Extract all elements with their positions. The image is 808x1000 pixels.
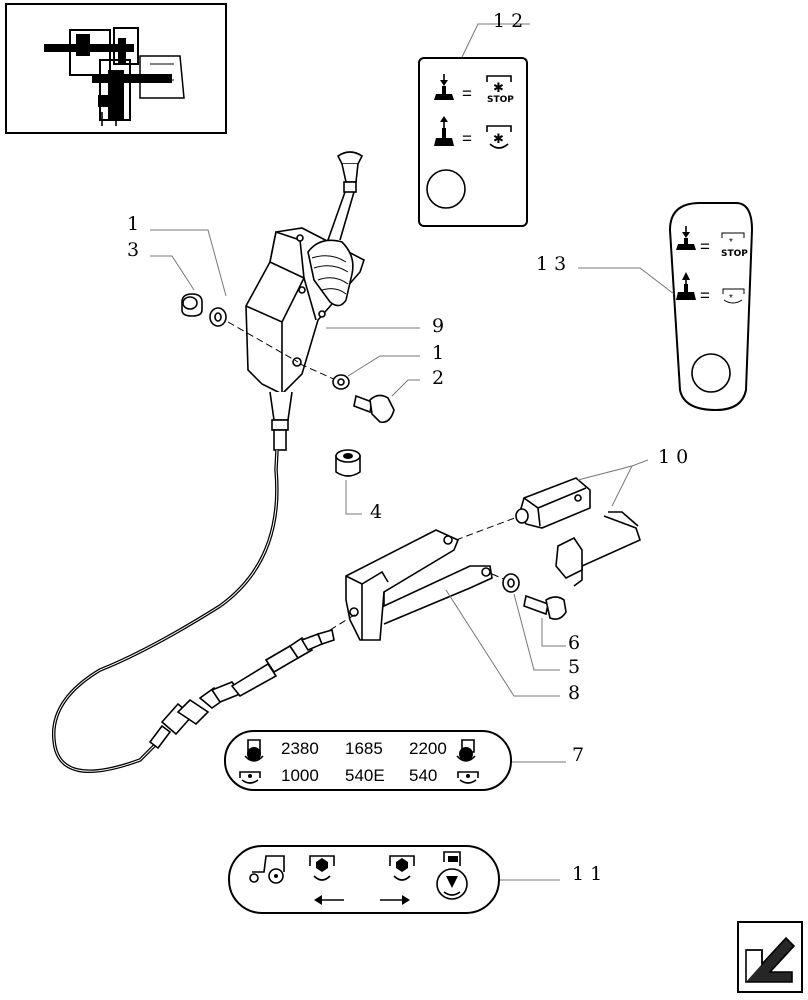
- decal-7: 2380 1685 2200 1000 540E 540: [224, 730, 512, 791]
- callout-7: 7: [572, 744, 590, 766]
- callout-10: 10: [658, 446, 694, 468]
- pto-stop-icon: [389, 855, 415, 881]
- locator-thumbnail[interactable]: [5, 3, 227, 134]
- callout-11: 11: [572, 863, 608, 885]
- speed-540e: 540E: [345, 766, 385, 785]
- pto-engage-icon: [436, 851, 468, 900]
- knob-up-icon: [676, 272, 696, 300]
- arrow-right-icon: [380, 895, 410, 905]
- knob-down-icon: [676, 226, 696, 250]
- svg-text:=: =: [462, 129, 472, 148]
- leader-lines: [150, 229, 649, 881]
- bolt-6: [523, 594, 567, 620]
- decal-12: = ✱ STOP = ✱: [418, 57, 528, 227]
- callout-1-mid: 1: [432, 342, 450, 364]
- callout-6: 6: [568, 632, 586, 654]
- pto-engage-icon: [456, 739, 476, 762]
- pto-rotation-icon: [239, 771, 261, 784]
- speed-2200: 2200: [409, 739, 447, 758]
- callout-5: 5: [568, 656, 586, 678]
- svg-text:=: =: [700, 286, 710, 305]
- svg-text:*: *: [729, 237, 733, 248]
- bolt-2: [353, 394, 395, 424]
- pto-rotation-icon: [457, 771, 479, 784]
- speed-2380: 2380: [281, 739, 319, 758]
- callout-4: 4: [370, 501, 388, 523]
- decal-11: [228, 845, 500, 914]
- callout-13: 13: [536, 253, 572, 275]
- cable-end-fitting: [148, 628, 335, 750]
- push-button-hole: [426, 169, 466, 209]
- tractor-icon: [249, 855, 285, 884]
- svg-text:=: =: [462, 84, 472, 103]
- pto-stop-icon: * STOP: [721, 232, 748, 259]
- svg-text:✱: ✱: [493, 131, 504, 146]
- stop-label: STOP: [721, 249, 748, 259]
- pto-engage-icon: *: [722, 288, 745, 304]
- arrow-left-icon: [314, 895, 344, 905]
- knob-down-icon: [434, 74, 454, 100]
- clevis-10: [515, 477, 641, 587]
- speed-1685: 1685: [345, 739, 383, 758]
- callout-8: 8: [568, 682, 586, 704]
- callout-1-top: 1: [127, 213, 145, 235]
- callout-9: 9: [432, 315, 450, 337]
- callout-3: 3: [127, 239, 145, 261]
- next-page-button[interactable]: [737, 921, 803, 993]
- pto-engage-icon: ✱: [486, 125, 512, 149]
- control-lever-assembly: [245, 151, 365, 451]
- speed-540: 540: [409, 766, 437, 785]
- bracket-8: [345, 529, 493, 641]
- svg-text:✱: ✱: [493, 80, 504, 95]
- nut-3: [181, 293, 203, 317]
- washer-1-top: [209, 307, 227, 327]
- callout-12: 12: [493, 10, 529, 32]
- callout-2: 2: [432, 367, 450, 389]
- washer-1-mid: [332, 374, 350, 390]
- washer-5: [502, 573, 520, 593]
- pto-stop-icon: ✱ STOP: [486, 75, 514, 105]
- push-button-hole: [691, 353, 731, 393]
- spacer-4: [335, 449, 361, 477]
- svg-text:=: =: [700, 237, 710, 256]
- pto-stop-icon: [309, 855, 335, 881]
- next-page-arrow-icon: [745, 936, 796, 983]
- knob-up-icon: [434, 116, 454, 146]
- decal-13: = * STOP = *: [668, 202, 754, 412]
- stop-label: STOP: [487, 95, 514, 105]
- pto-engage-icon: [244, 739, 264, 762]
- svg-text:*: *: [729, 293, 733, 304]
- speed-1000: 1000: [281, 766, 319, 785]
